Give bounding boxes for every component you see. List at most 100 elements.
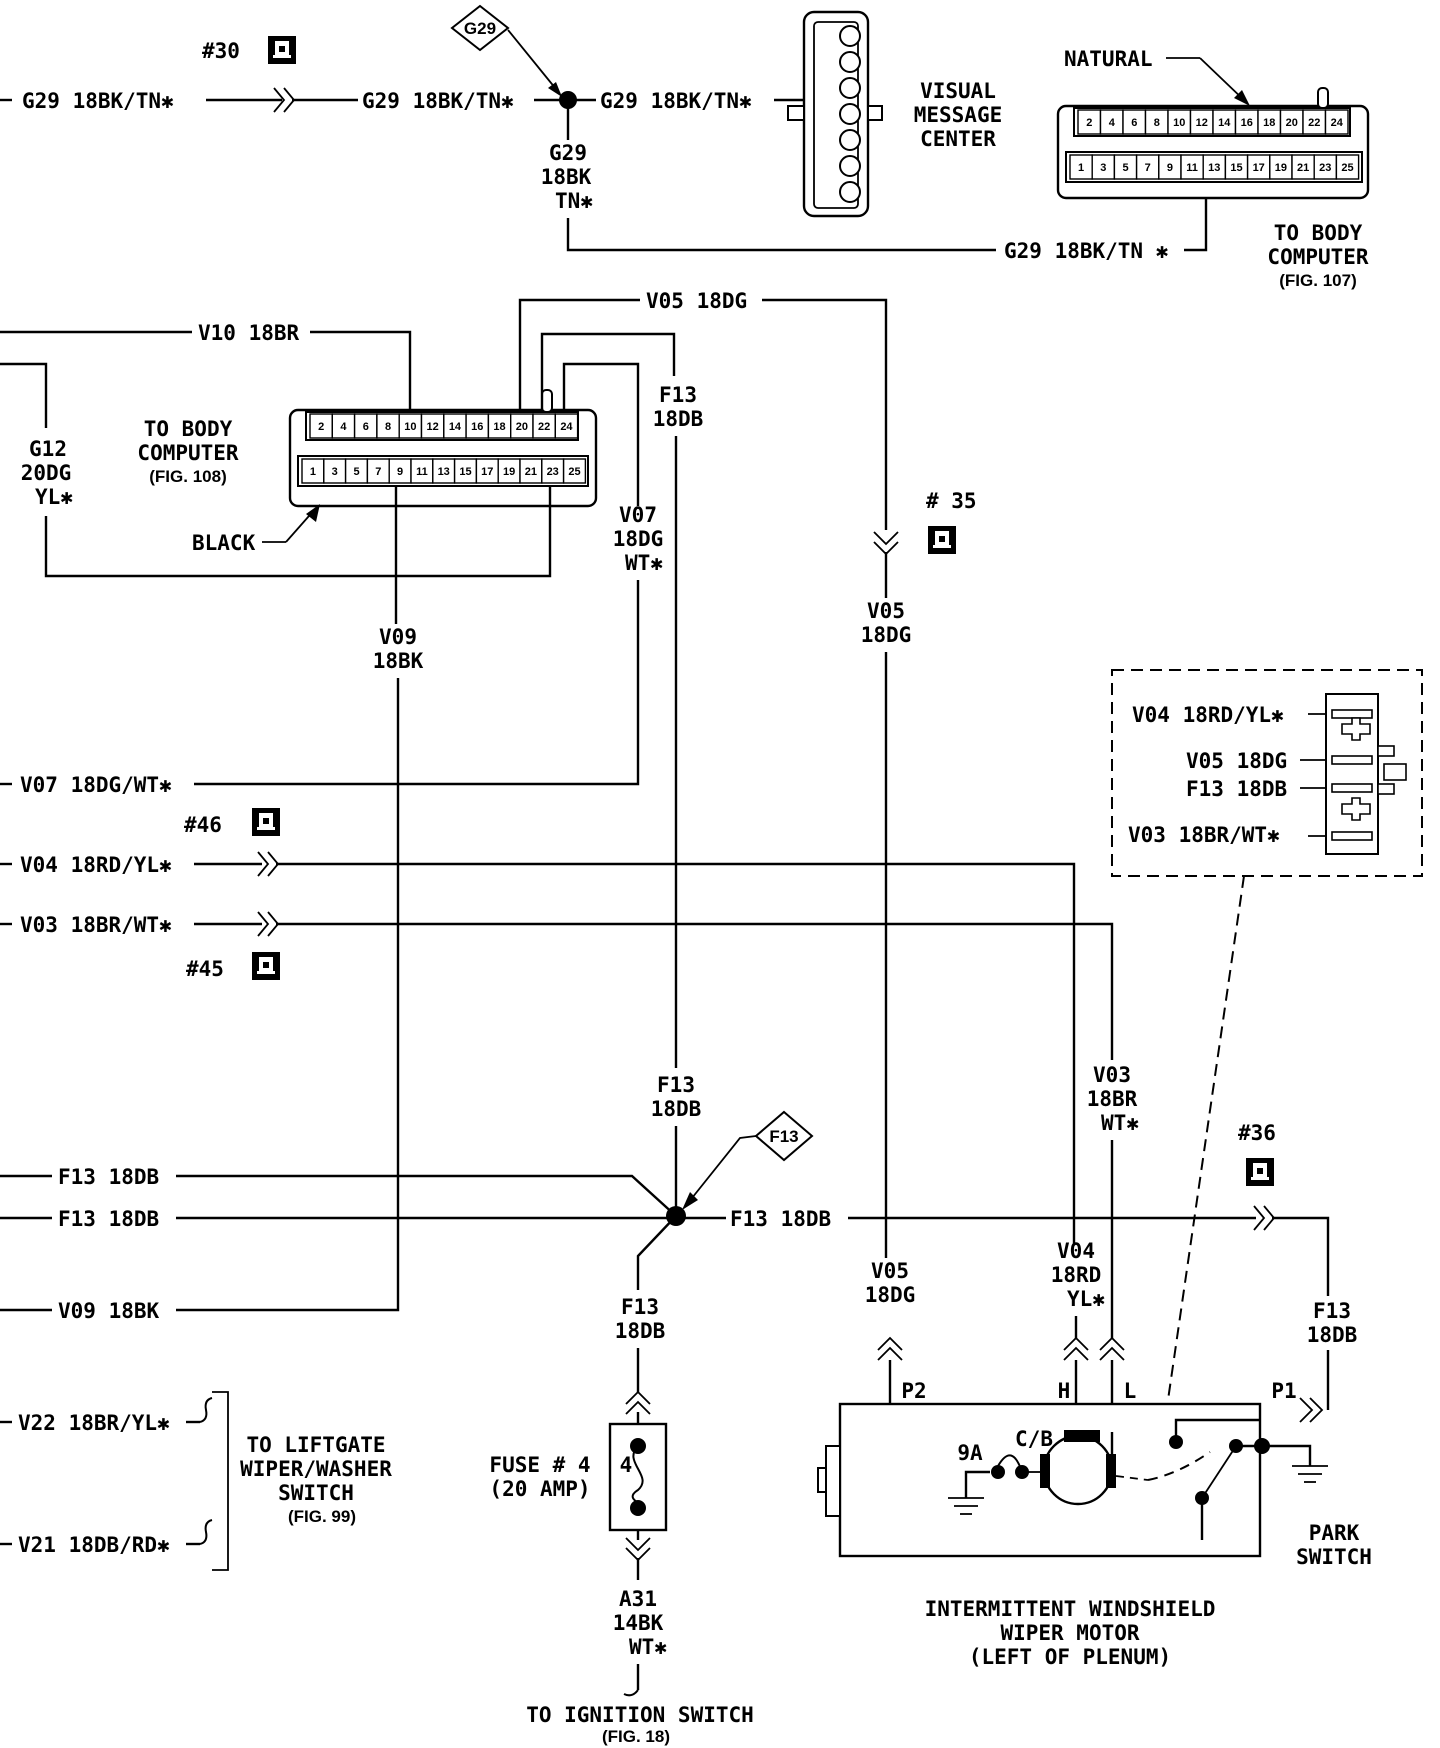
wire-label-v09-vert-1: V09: [379, 625, 417, 649]
motor-icon: [1042, 1434, 1114, 1506]
connector-pin-number: 14: [1218, 117, 1231, 129]
connector-46-label: #46: [184, 813, 222, 837]
wire-label-g12-2: 20DG: [21, 461, 72, 485]
connector-pin-number: 10: [404, 421, 416, 433]
wire-label-v05-low-2: 18DG: [865, 1283, 916, 1307]
connector-30-label: #30: [202, 39, 240, 63]
motor-title-1: INTERMITTENT WINDSHIELD: [925, 1597, 1216, 1621]
wire-label-v05-top: V05 18DG: [646, 289, 747, 313]
connector-pin-number: 1: [310, 466, 316, 478]
connector-pin-number: 12: [427, 421, 439, 433]
connector-pin-number: 13: [1208, 162, 1220, 174]
splice-label-g29: G29: [464, 19, 496, 38]
bc107-label-1: TO BODY: [1274, 221, 1363, 245]
connector-pin-number: 16: [1241, 117, 1253, 129]
park-switch-label-2: SWITCH: [1296, 1545, 1372, 1569]
bc107-fig: (FIG. 107): [1279, 271, 1356, 290]
v05-circuit: V05 18DG V05 18DG V05 18DG: [518, 289, 1200, 1542]
wire-label-f13-down-2: 18DB: [615, 1319, 666, 1343]
fuse-label-1: FUSE # 4: [489, 1453, 590, 1477]
wire-label-v05-low-1: V05: [871, 1259, 909, 1283]
connector-pin-number: 3: [1100, 162, 1106, 174]
connector-pin-cell: [1324, 109, 1349, 135]
connector-pin-number: 21: [525, 466, 537, 478]
connector-pin-number: 23: [1319, 162, 1331, 174]
connector-icon: [268, 36, 296, 64]
connector-pin-number: 22: [538, 421, 550, 433]
connector-30: #30: [202, 36, 296, 64]
connector-pin-number: 19: [1275, 162, 1287, 174]
wire-label-v07-vert-3: WT✱: [625, 551, 663, 575]
connector-pin-number: 5: [353, 466, 359, 478]
wire-label-v09-vert-2: 18BK: [373, 649, 424, 673]
wire-label-v04-vert-3: YL✱: [1067, 1287, 1105, 1311]
wire-label-g12-3: YL✱: [35, 485, 73, 509]
connector-35: # 35: [926, 489, 977, 554]
bc108-fig: (FIG. 108): [149, 467, 226, 486]
splice-diamond-f13: F13: [754, 1110, 814, 1162]
motor-pin-l: L: [1124, 1379, 1137, 1403]
wire-label-g29-a: G29 18BK/TN✱: [22, 89, 174, 113]
wire-label-f13-low-right-2: 18DB: [1307, 1323, 1358, 1347]
connector-pin-number: 2: [318, 421, 324, 433]
connector-pin-cell: [1335, 154, 1360, 180]
connector-pin-number: 1: [1078, 162, 1084, 174]
connector-pin-cell: [554, 413, 579, 439]
ignition-label: TO IGNITION SWITCH: [526, 1703, 754, 1727]
connector-pin-number: 25: [1341, 162, 1353, 174]
wire-label-v07-vert-2: 18DG: [613, 527, 664, 551]
vmc-label-2: MESSAGE: [914, 103, 1003, 127]
connector-pin-number: 20: [516, 421, 528, 433]
wire-label-g29-vert-2: 18BK: [541, 165, 592, 189]
connector-pin-number: 21: [1297, 162, 1309, 174]
wire-label-v22: V22 18BR/YL✱: [18, 1411, 170, 1435]
connector-pin-number: 8: [385, 421, 391, 433]
connector-pin-number: 17: [481, 466, 493, 478]
connector-pin-number: 24: [560, 421, 573, 433]
connector-35-label: # 35: [926, 489, 977, 513]
visual-message-center: VISUAL MESSAGE CENTER: [787, 10, 1003, 218]
wire-label-v03-vert-2: 18BR: [1087, 1087, 1138, 1111]
inset-label-v03: V03 18BR/WT✱: [1128, 823, 1280, 847]
connector-pin-number: 3: [332, 466, 338, 478]
inset-label-v05: V05 18DG: [1186, 749, 1287, 773]
connector-45: #45: [186, 952, 280, 981]
ground-label-9a: 9A: [957, 1441, 983, 1465]
connector-pin-number: 9: [1167, 162, 1173, 174]
connector-36-label: #36: [1238, 1121, 1276, 1145]
g12-circuit: G12 20DG YL✱: [0, 362, 552, 578]
connector-pin-number: 6: [1131, 117, 1137, 129]
wire-label-v10: V10 18BR: [198, 321, 300, 345]
motor-pin-p1: P1: [1271, 1379, 1296, 1403]
wire-label-f13-left1: F13 18DB: [58, 1165, 159, 1189]
wire-label-g29-c: G29 18BK/TN✱: [600, 89, 752, 113]
v07-circuit: V07 18DG WT✱ V07 18DG/WT✱: [0, 362, 664, 797]
wire-label-v03-left: V03 18BR/WT✱: [20, 913, 172, 937]
connector-pin-number: 4: [1109, 117, 1116, 129]
park-switch-label-1: PARK: [1309, 1521, 1360, 1545]
connector-pin-number: 6: [363, 421, 369, 433]
connector-color-natural: NATURAL: [1064, 47, 1153, 71]
inset-leader-line: [1167, 875, 1245, 1401]
wire-label-v04-left: V04 18RD/YL✱: [20, 853, 172, 877]
wire-label-g29-vert-1: G29: [549, 141, 587, 165]
connector-36: #36: [1238, 1121, 1276, 1186]
wire-label-v05-mid-1: V05: [867, 599, 905, 623]
v03-circuit: V03 18BR/WT✱ V03 18BR WT✱: [0, 911, 1139, 1432]
connector-45-label: #45: [186, 957, 224, 981]
wire-label-f13-left2: F13 18DB: [58, 1207, 159, 1231]
motor-pin-h: H: [1058, 1379, 1071, 1403]
connector-color-black: BLACK: [192, 531, 256, 555]
connector-pin-number: 25: [568, 466, 580, 478]
motor-title-2: WIPER MOTOR: [1000, 1621, 1139, 1645]
connector-pin-number: 22: [1308, 117, 1320, 129]
wiper-motor: P2 H L P1 C/B 9A PARK SWITCH: [817, 1379, 1372, 1669]
connector-pin-number: 11: [1186, 162, 1198, 174]
connector-pin-number: 20: [1286, 117, 1298, 129]
connector-pin-number: 9: [397, 466, 403, 478]
f13-circuit: F13 18DB F13 18DB F13 F13 18DB F13 18DB …: [0, 332, 1358, 1424]
wire-label-v03-vert-1: V03: [1093, 1063, 1131, 1087]
